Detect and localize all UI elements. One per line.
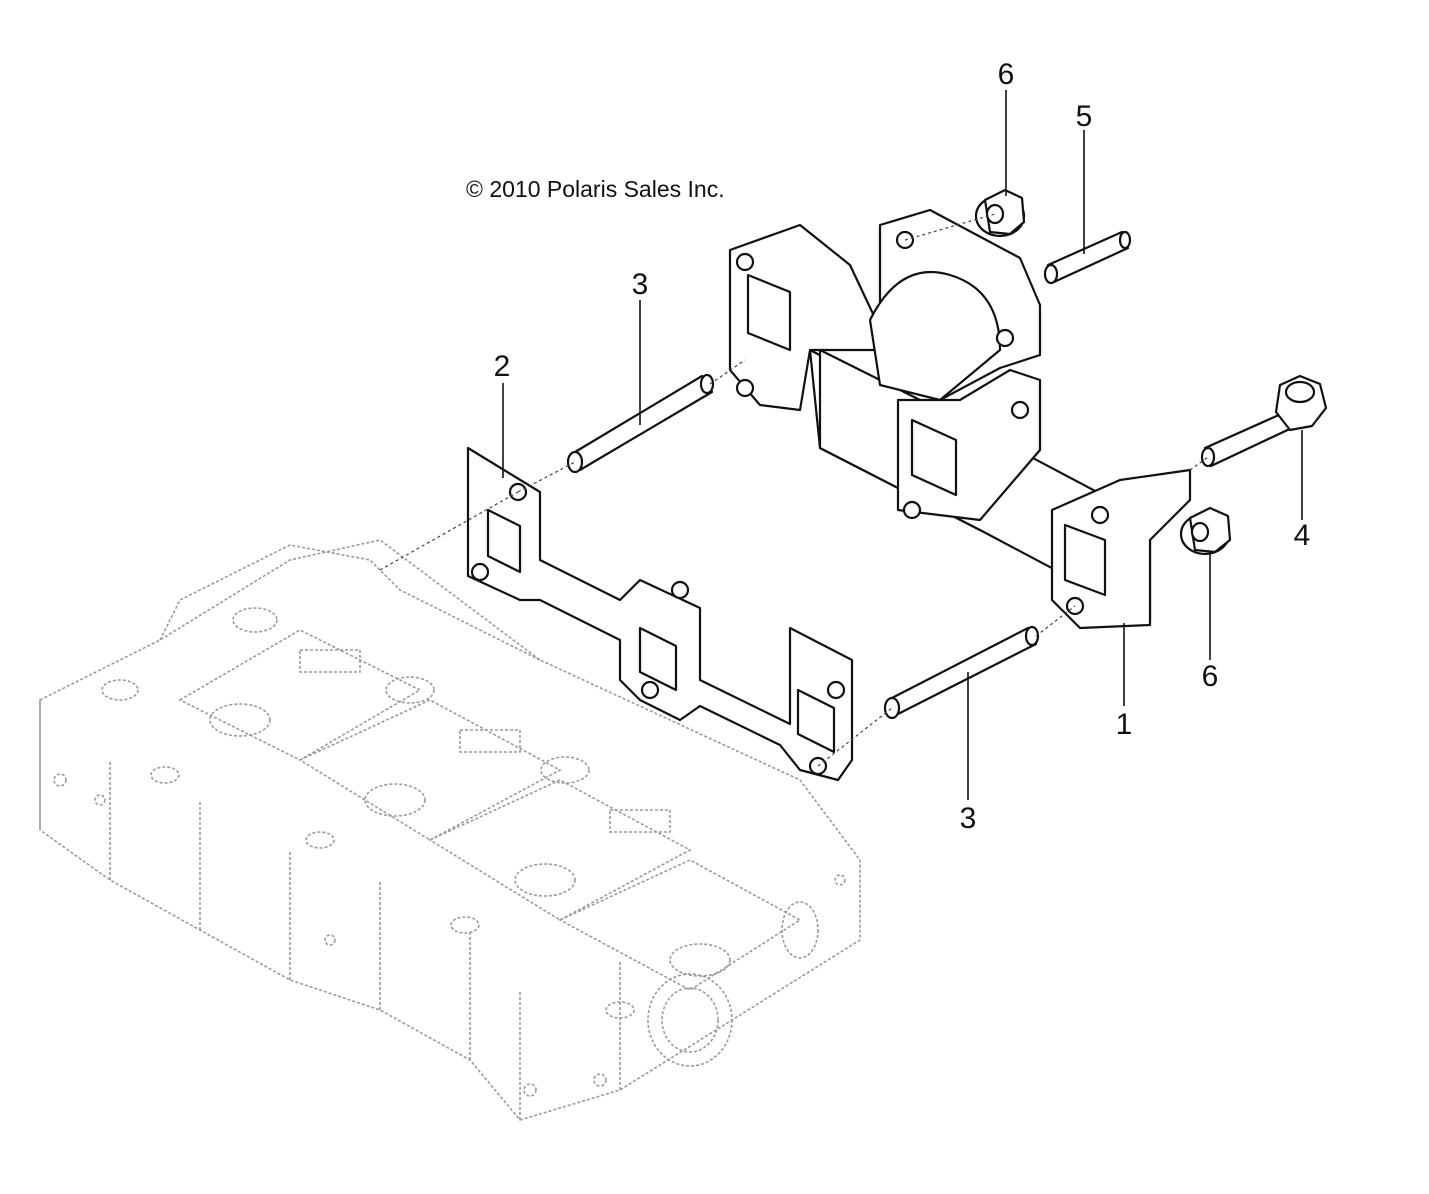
callout-5: 5 — [1075, 100, 1093, 133]
stud-lower — [883, 625, 1040, 720]
stud-upper — [566, 373, 715, 474]
cylinder-head-ghost — [39, 539, 861, 1121]
exhaust-gasket — [466, 446, 854, 782]
flange-nut-lower — [1179, 506, 1232, 556]
exhaust-manifold — [728, 208, 1192, 630]
stud-short — [1043, 230, 1132, 285]
copyright-notice: © 2010 Polaris Sales Inc. — [466, 176, 725, 202]
flange-bolt — [1200, 374, 1328, 468]
callout-4: 4 — [1293, 519, 1311, 552]
alignment-lines — [379, 213, 1209, 767]
callout-3-lower: 3 — [959, 802, 977, 835]
callout-1: 1 — [1115, 708, 1133, 741]
callout-3-upper: 3 — [631, 268, 649, 301]
leader-lines — [502, 90, 1303, 800]
callout-2: 2 — [493, 350, 511, 383]
flange-nut-upper — [974, 188, 1026, 238]
callout-6-lower: 6 — [1201, 660, 1219, 693]
callout-6-upper: 6 — [997, 58, 1015, 91]
